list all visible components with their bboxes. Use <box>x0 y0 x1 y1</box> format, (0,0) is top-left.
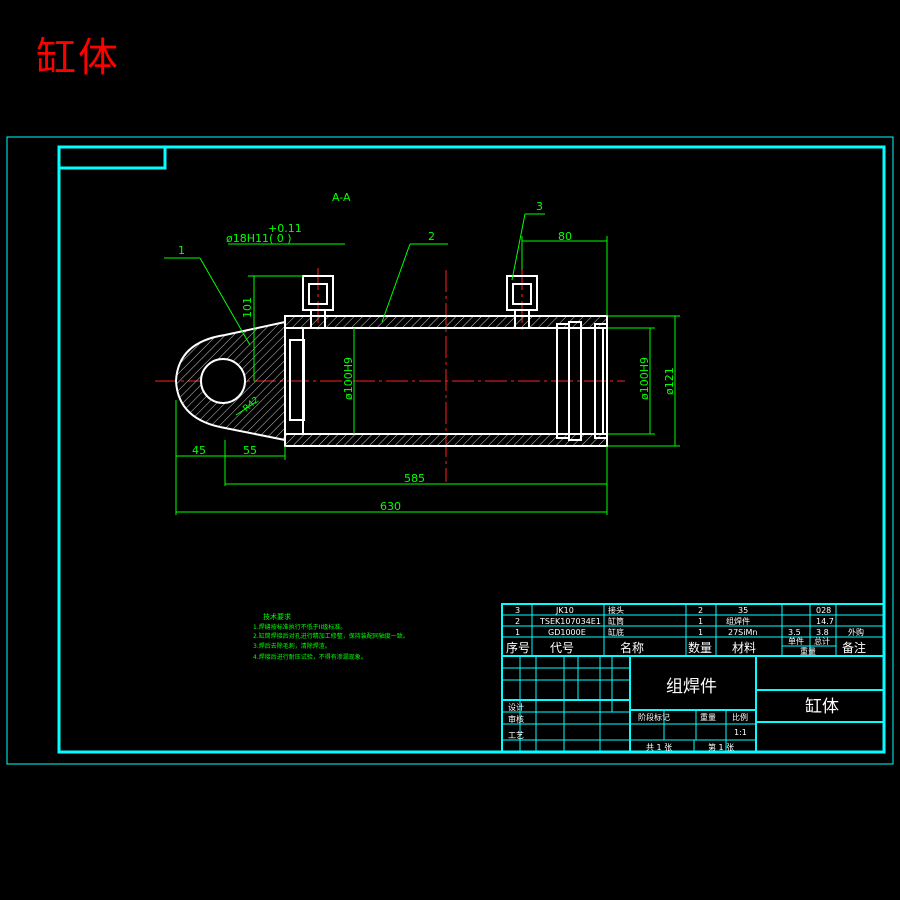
col-label-weight: 重量 <box>700 712 716 722</box>
dim-585: 585 <box>404 472 425 485</box>
drawing-name: 缸体 <box>805 696 839 717</box>
port-right <box>506 275 538 329</box>
pin-hole <box>200 358 246 404</box>
header-weight: 重量 <box>800 646 816 656</box>
note-line-3: 3.焊后去除毛刺，清除焊渣。 <box>253 642 331 650</box>
part1-total-weight: 3.8 <box>816 628 829 637</box>
sheet-no: 第 1 张 <box>708 742 734 752</box>
balloon-1: 1 <box>178 244 185 257</box>
header-name: 名称 <box>620 640 644 655</box>
part3-qty: 2 <box>698 606 703 615</box>
note-line-4: 4.焊接后进行耐压试验，不得有渗漏现象。 <box>253 653 367 661</box>
part1-qty: 1 <box>698 628 703 637</box>
row-label-process: 工艺 <box>508 731 524 740</box>
part2-name: 缸筒 <box>608 616 624 626</box>
header-qty: 数量 <box>688 640 712 655</box>
dim-80: 80 <box>558 230 572 243</box>
dim-outer: ø121 <box>663 367 676 395</box>
outer-frame <box>6 136 894 765</box>
part2-qty: 1 <box>698 617 703 626</box>
dim-55: 55 <box>243 444 257 457</box>
dim-bore: ø100H9 <box>342 357 355 400</box>
part3-material: 35 <box>738 606 748 615</box>
corner-tag <box>57 145 167 170</box>
part3-code: JK10 <box>555 606 574 615</box>
balloon-2: 2 <box>428 230 435 243</box>
groove-3 <box>594 323 608 439</box>
balloon-3: 3 <box>536 200 543 213</box>
groove-2 <box>568 321 582 441</box>
header-remark: 备注 <box>842 640 866 655</box>
note-line-2: 2.缸筒焊接后对孔进行精加工修整，保持装配同轴度一致。 <box>253 632 409 640</box>
header-single: 单件 <box>788 636 804 646</box>
port-left <box>302 275 334 329</box>
part2-code: TSEK107034E1 <box>539 617 601 626</box>
part2-no: 2 <box>515 617 520 626</box>
part1-material: 27SiMn <box>728 628 757 637</box>
row-label-design: 设计 <box>508 702 524 712</box>
dim-pin-hole-tol: +0.11 <box>268 222 302 235</box>
tube-wall-bottom <box>284 433 608 447</box>
col-label-stage: 阶段标记 <box>638 712 670 722</box>
dim-101: 101 <box>241 297 254 318</box>
inner-frame <box>57 145 886 754</box>
notes-heading: 技术要求 <box>263 612 291 621</box>
part1-name: 缸底 <box>608 627 624 637</box>
row-label-review: 审核 <box>508 714 524 724</box>
dim-bore-right: ø100H9 <box>638 357 651 400</box>
header-code: 代号 <box>550 641 574 655</box>
part3-no: 3 <box>515 606 520 615</box>
dim-pin-hole: ø18H11( 0 ) <box>226 232 292 245</box>
base-boss <box>289 339 305 421</box>
scale-value: 1:1 <box>734 728 747 737</box>
title-block <box>501 603 885 753</box>
part1-no: 1 <box>515 628 520 637</box>
part3-unit-weight: 028 <box>816 606 831 615</box>
section-label: A-A <box>332 191 351 204</box>
dim-45: 45 <box>192 444 206 457</box>
col-label-scale: 比例 <box>732 712 748 722</box>
part1-unit-weight: 3.5 <box>788 628 801 637</box>
note-line-1: 1.焊缝按标准执行不低于II级标准。 <box>253 623 346 631</box>
header-no: 序号 <box>506 640 530 655</box>
part2-material: 组焊件 <box>726 616 750 626</box>
part3-name: 接头 <box>608 605 624 615</box>
material-name: 组焊件 <box>666 677 717 697</box>
page-title: 缸体 <box>36 35 120 81</box>
header-material: 材料 <box>732 641 756 655</box>
dimension-lines <box>164 213 680 515</box>
header-total: 总计 <box>814 636 830 646</box>
part1-remark: 外购 <box>848 627 864 637</box>
tube-wall-top <box>284 315 608 329</box>
part2-unit-weight: 14.7 <box>816 617 834 626</box>
part1-code: GD1000E <box>548 628 586 637</box>
dim-630: 630 <box>380 500 401 513</box>
sheet-total: 共 1 张 <box>646 743 672 752</box>
